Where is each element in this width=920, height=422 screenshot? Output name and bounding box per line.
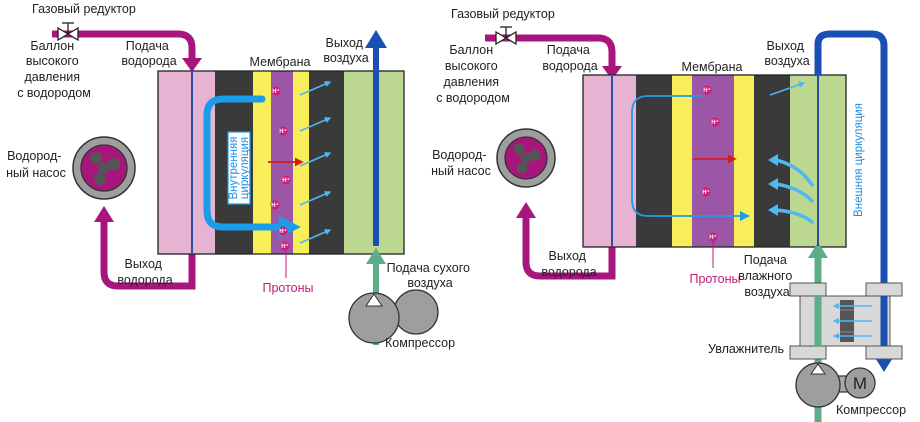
proton-dot — [281, 175, 291, 185]
motor-label: M — [853, 374, 867, 393]
right-external-circulation-arrowhead — [874, 356, 894, 372]
left-dry-air-label: Подача сухого воздуха — [387, 261, 474, 290]
right-protons-label: Протоны — [689, 272, 740, 286]
proton-dot — [271, 86, 281, 96]
right-air-out-label: Выход воздуха — [764, 39, 809, 68]
right-hydrogen-in-label: Подача водорода — [542, 43, 597, 73]
right-protons: H⁺ H⁺ H⁺ H⁺ — [701, 85, 720, 242]
proton-dot — [708, 232, 718, 242]
right-fuel-cell-stack — [582, 74, 847, 248]
left-air-outlet-arrowhead — [365, 30, 387, 48]
left-membrane-label: Мембрана — [250, 55, 311, 69]
proton-dot — [280, 241, 290, 251]
svg-text:Внутренняя: Внутренняя — [228, 137, 240, 200]
right-external-circulation-label: Внешняя циркуляция — [853, 103, 865, 217]
svg-text:H⁺: H⁺ — [709, 234, 717, 241]
left-hydrogen-pump-icon — [72, 136, 136, 200]
right-hydrogen-out-label: Выход водорода — [541, 249, 596, 279]
right-humid-air-arrows — [768, 154, 814, 224]
right-compressor-icon: M — [795, 362, 876, 408]
left-air-out-label: Выход воздуха — [323, 36, 368, 65]
right-hydrogen-return-arrowhead — [516, 202, 536, 218]
left-hydrogen-inlet-arrowhead — [182, 58, 202, 72]
right-pump-label: Водород- ный насос — [431, 148, 491, 178]
right-gas-reducer-icon — [495, 26, 517, 46]
left-circulation-label-box: Внутренняя циркуляция — [227, 131, 251, 205]
right-external-circulation-pipe — [814, 30, 888, 358]
left-pump-label: Водород- ный насос — [6, 149, 66, 180]
right-hydrogen-pump-icon — [496, 128, 556, 188]
left-internal-circulation-arrow — [203, 95, 301, 239]
proton-dot — [278, 126, 288, 136]
left-tank-label: Баллон высокого давления с водородом — [17, 39, 91, 100]
left-dry-air-inlet-arrowhead — [366, 248, 386, 264]
right-hydrogen-pipe-top — [485, 34, 616, 70]
left-hydrogen-pipe-bottom — [100, 220, 196, 290]
svg-text:H⁺: H⁺ — [281, 243, 289, 250]
right-tank-label: Баллон высокого давления с водородом — [436, 43, 510, 105]
right-gas-reducer-label: Газовый редуктор — [451, 7, 555, 21]
svg-text:H⁺: H⁺ — [702, 189, 710, 196]
left-diagram: H⁺ H⁺ H⁺ H⁺ H⁺ H⁺ — [6, 2, 474, 350]
right-humid-air-arrowhead — [808, 242, 828, 258]
svg-text:H⁺: H⁺ — [282, 177, 290, 184]
svg-text:H⁺: H⁺ — [711, 119, 719, 126]
proton-dot — [702, 85, 712, 95]
svg-text:H⁺: H⁺ — [703, 87, 711, 94]
left-compressor-label: Компрессор — [385, 336, 455, 350]
right-compressor-label: Компрессор — [836, 403, 906, 417]
right-oxygen-diffusion-arrows — [769, 81, 806, 96]
right-hydrogen-inlet-arrowhead — [602, 66, 622, 80]
motor-icon — [844, 367, 876, 399]
svg-text:H⁺: H⁺ — [279, 128, 287, 135]
left-compressor-icon — [348, 289, 439, 344]
right-humid-air-label: Подача влажного воздуха — [738, 253, 796, 299]
svg-text:циркуляция: циркуляция — [239, 137, 251, 199]
left-hydrogen-return-arrowhead — [94, 206, 114, 222]
left-protons-label: Протоны — [262, 281, 313, 295]
svg-text:H⁺: H⁺ — [272, 88, 280, 95]
proton-dot — [278, 226, 288, 236]
left-gas-reducer-icon — [57, 22, 79, 42]
right-diagram: H⁺ H⁺ H⁺ H⁺ — [431, 7, 906, 422]
left-gas-reducer-label: Газовый редуктор — [32, 2, 136, 16]
right-humidifier-label: Увлажнитель — [708, 342, 784, 356]
svg-text:H⁺: H⁺ — [271, 202, 279, 209]
left-protons: H⁺ H⁺ H⁺ H⁺ H⁺ H⁺ — [270, 86, 291, 251]
right-humidifier-arrows — [832, 302, 872, 340]
svg-text:H⁺: H⁺ — [279, 228, 287, 235]
left-hydrogen-in-label: Подача водорода — [121, 39, 176, 68]
left-hydrogen-pipe-top — [52, 30, 196, 62]
proton-dot — [710, 117, 720, 127]
right-hydrogen-pipe-bottom — [522, 216, 616, 280]
proton-dot — [270, 200, 280, 210]
left-oxygen-diffusion-arrows — [299, 81, 332, 244]
proton-dot — [701, 187, 711, 197]
right-circulation-lines — [631, 95, 742, 217]
right-membrane-label: Мембрана — [682, 60, 743, 74]
left-hydrogen-out-label: Выход водорода — [117, 257, 172, 287]
